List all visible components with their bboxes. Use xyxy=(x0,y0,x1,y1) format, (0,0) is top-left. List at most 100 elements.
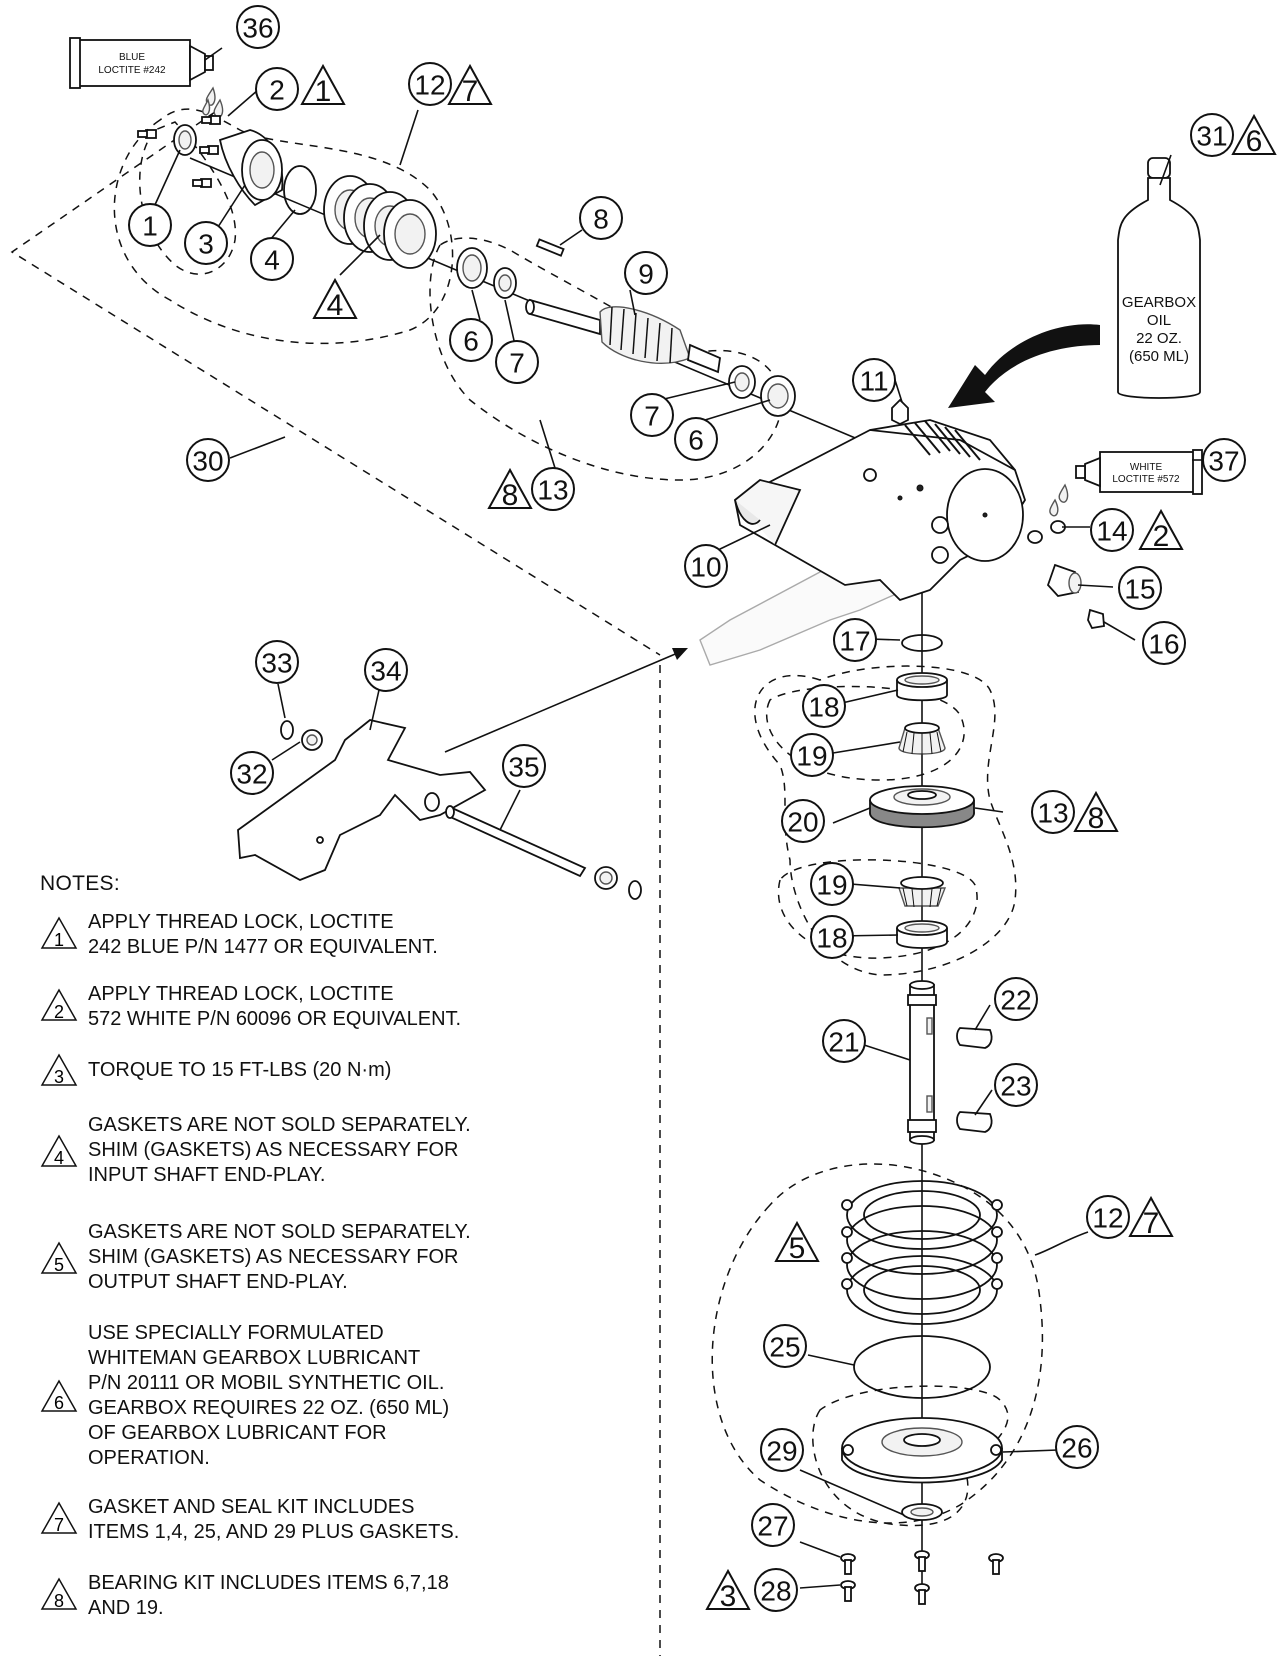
callout-35: 35 xyxy=(502,744,546,788)
flag-8-top: 8 xyxy=(487,467,533,512)
callout-26: 26 xyxy=(1055,1425,1099,1469)
oil-fill-arrow xyxy=(948,324,1100,408)
blue-tube-label-2: LOCTITE #242 xyxy=(98,65,166,76)
note-text-line: WHITEMAN GEARBOX LUBRICANT xyxy=(88,1347,421,1369)
callout-16: 16 xyxy=(1142,621,1186,665)
bottle-label-2: OIL xyxy=(1147,312,1171,329)
svg-text:19: 19 xyxy=(796,741,827,772)
flag-4: 4 xyxy=(312,277,358,322)
note-text-line: 242 BLUE P/N 1477 OR EQUIVALENT. xyxy=(88,936,438,958)
svg-text:37: 37 xyxy=(1208,446,1239,477)
note-text-line: APPLY THREAD LOCK, LOCTITE xyxy=(88,983,394,1005)
note-text-line: P/N 20111 OR MOBIL SYNTHETIC OIL. xyxy=(88,1372,445,1394)
svg-text:35: 35 xyxy=(508,752,539,783)
flag-5: 5 xyxy=(774,1220,820,1265)
callout-23: 23 xyxy=(994,1063,1038,1107)
svg-text:6: 6 xyxy=(1246,125,1263,158)
svg-text:19: 19 xyxy=(816,870,847,901)
flag-1-top: 1 xyxy=(300,63,346,108)
callout-17: 17 xyxy=(833,618,877,662)
screws-item-2 xyxy=(137,115,221,188)
note-text-line: SHIM (GASKETS) AS NECESSARY FOR xyxy=(88,1246,459,1268)
retaining-ring-item-33 xyxy=(280,720,642,900)
bottle-label-4: (650 ML) xyxy=(1129,348,1189,365)
note-flag-number: 1 xyxy=(54,930,64,950)
bushing-item-32 xyxy=(301,729,618,890)
callout-30: 30 xyxy=(186,438,230,482)
snap-ring-item-17 xyxy=(901,634,943,652)
svg-text:26: 26 xyxy=(1061,1433,1092,1464)
svg-text:1: 1 xyxy=(315,75,332,108)
bearing-cone-item-19-top xyxy=(898,722,946,755)
key-item-23 xyxy=(956,1111,993,1133)
svg-text:33: 33 xyxy=(261,648,292,679)
note-text-line: APPLY THREAD LOCK, LOCTITE xyxy=(88,911,394,933)
screws-item-27-28 xyxy=(840,1550,1004,1605)
callout-32: 32 xyxy=(230,751,274,795)
flag-6: 6 xyxy=(1231,113,1277,158)
flag-8-bottom: 8 xyxy=(1073,790,1119,835)
blue-loctite-tube: BLUE LOCTITE #242 xyxy=(69,37,224,118)
group-13-outline-top xyxy=(429,237,783,481)
callout-21: 21 xyxy=(822,1019,866,1063)
flag-3: 3 xyxy=(705,1568,751,1613)
callout-33: 33 xyxy=(255,640,299,684)
svg-text:22: 22 xyxy=(1000,985,1031,1016)
bearing-cone-item-19-bottom xyxy=(898,876,947,908)
svg-text:2: 2 xyxy=(1153,520,1170,553)
callout-31: 31 xyxy=(1190,113,1234,157)
svg-text:12: 12 xyxy=(414,70,445,101)
svg-text:1: 1 xyxy=(142,211,158,242)
key-item-22 xyxy=(956,1027,993,1049)
gearbox-housing-item-10 xyxy=(699,398,1026,666)
o-ring-item-4 xyxy=(283,165,317,215)
white-tube-label-1: WHITE xyxy=(1130,462,1163,473)
seal-item-1 xyxy=(173,124,197,156)
note-flag-number: 4 xyxy=(54,1148,64,1168)
callout-6-left: 6 xyxy=(449,318,493,362)
svg-text:14: 14 xyxy=(1096,516,1127,547)
callout-34: 34 xyxy=(364,648,408,692)
svg-text:31: 31 xyxy=(1196,121,1227,152)
gaskets-output xyxy=(841,1180,1003,1325)
key-item-8 xyxy=(535,238,565,257)
screws-item-14 xyxy=(1027,520,1066,544)
callout-7-left: 7 xyxy=(495,340,539,384)
callout-25: 25 xyxy=(763,1324,807,1368)
end-cap-item-3 xyxy=(218,129,284,207)
callout-4: 4 xyxy=(250,237,294,281)
note-item: 1 APPLY THREAD LOCK, LOCTITE 242 BLUE P/N … xyxy=(40,910,600,960)
callout-29: 29 xyxy=(760,1428,804,1472)
callout-12-bottom: 12 xyxy=(1086,1195,1130,1239)
callout-14: 14 xyxy=(1090,508,1134,552)
callout-7-right: 7 xyxy=(630,393,674,437)
svg-text:9: 9 xyxy=(638,259,654,290)
gaskets-input xyxy=(323,175,437,269)
gear-item-20 xyxy=(869,785,975,829)
bearing-cone-item-7-right xyxy=(728,365,756,399)
note-flag-number: 7 xyxy=(54,1515,64,1535)
callout-8: 8 xyxy=(579,196,623,240)
group-12-outline-bottom xyxy=(711,1163,1044,1524)
notes-title: NOTES: xyxy=(40,872,120,895)
note-flag-number: 6 xyxy=(54,1393,64,1413)
note-flag-triangle: 5 xyxy=(40,1240,78,1275)
svg-text:4: 4 xyxy=(264,245,280,276)
note-text-line: OF GEARBOX LUBRICANT FOR xyxy=(88,1422,387,1444)
svg-text:20: 20 xyxy=(787,807,818,838)
svg-text:11: 11 xyxy=(859,366,888,397)
worm-shaft-item-9 xyxy=(525,298,721,374)
callout-10: 10 xyxy=(684,544,728,588)
callout-12-top: 12 xyxy=(408,62,452,106)
bearing-cup-item-6-right xyxy=(760,375,796,417)
input-shaft-axis xyxy=(189,157,861,441)
callout-36: 36 xyxy=(236,5,280,49)
svg-text:13: 13 xyxy=(537,475,568,506)
plug-item-16 xyxy=(1087,608,1105,629)
callout-3: 3 xyxy=(184,221,228,265)
